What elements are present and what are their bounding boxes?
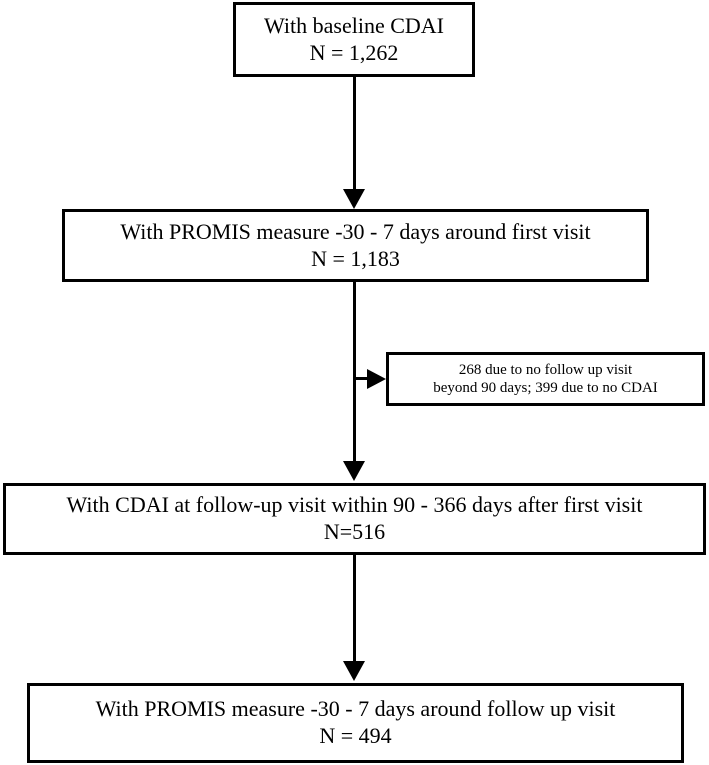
node-promis-followup-count: N = 494 (319, 723, 392, 748)
node-cdai-followup-line1: With CDAI at follow-up visit within 90 -… (66, 492, 643, 518)
connector-exclusion-branch-stem (356, 377, 370, 380)
arrow-head-exclusion-branch-icon (367, 369, 386, 389)
node-promis-followup-line1: With PROMIS measure -30 - 7 days around … (95, 696, 616, 722)
node-with-baseline-cdai: With baseline CDAI N = 1,262 (233, 2, 475, 77)
exclusion-note-line2: beyond 90 days; 399 due to no CDAI (433, 380, 658, 396)
node-with-cdai-followup-visit: With CDAI at follow-up visit within 90 -… (3, 483, 706, 555)
node-with-promis-first-visit: With PROMIS measure -30 - 7 days around … (62, 209, 649, 282)
node-baseline-cdai-count: N = 1,262 (309, 39, 399, 65)
connector-cdai-followup-to-promis-followup-stem (353, 555, 356, 665)
node-promis-first-line1: With PROMIS measure -30 - 7 days around … (120, 218, 591, 244)
node-exclusion-note: 268 due to no follow up visit beyond 90 … (386, 352, 705, 406)
arrow-head-cdai-followup-to-promis-followup-icon (343, 661, 365, 681)
node-promis-first-count: N = 1,183 (311, 245, 400, 271)
connector-promis-first-to-cdai-followup-stem (353, 282, 356, 465)
arrow-head-baseline-to-promis-first-icon (343, 189, 365, 209)
connector-baseline-to-promis-first-stem (353, 77, 356, 193)
node-baseline-cdai-line1: With baseline CDAI (264, 12, 444, 38)
exclusion-note-line1: 268 due to no follow up visit (458, 361, 633, 378)
arrow-head-promis-first-to-cdai-followup-icon (343, 461, 365, 481)
node-with-promis-followup-visit: With PROMIS measure -30 - 7 days around … (27, 683, 684, 763)
node-cdai-followup-count: N=516 (323, 519, 386, 544)
